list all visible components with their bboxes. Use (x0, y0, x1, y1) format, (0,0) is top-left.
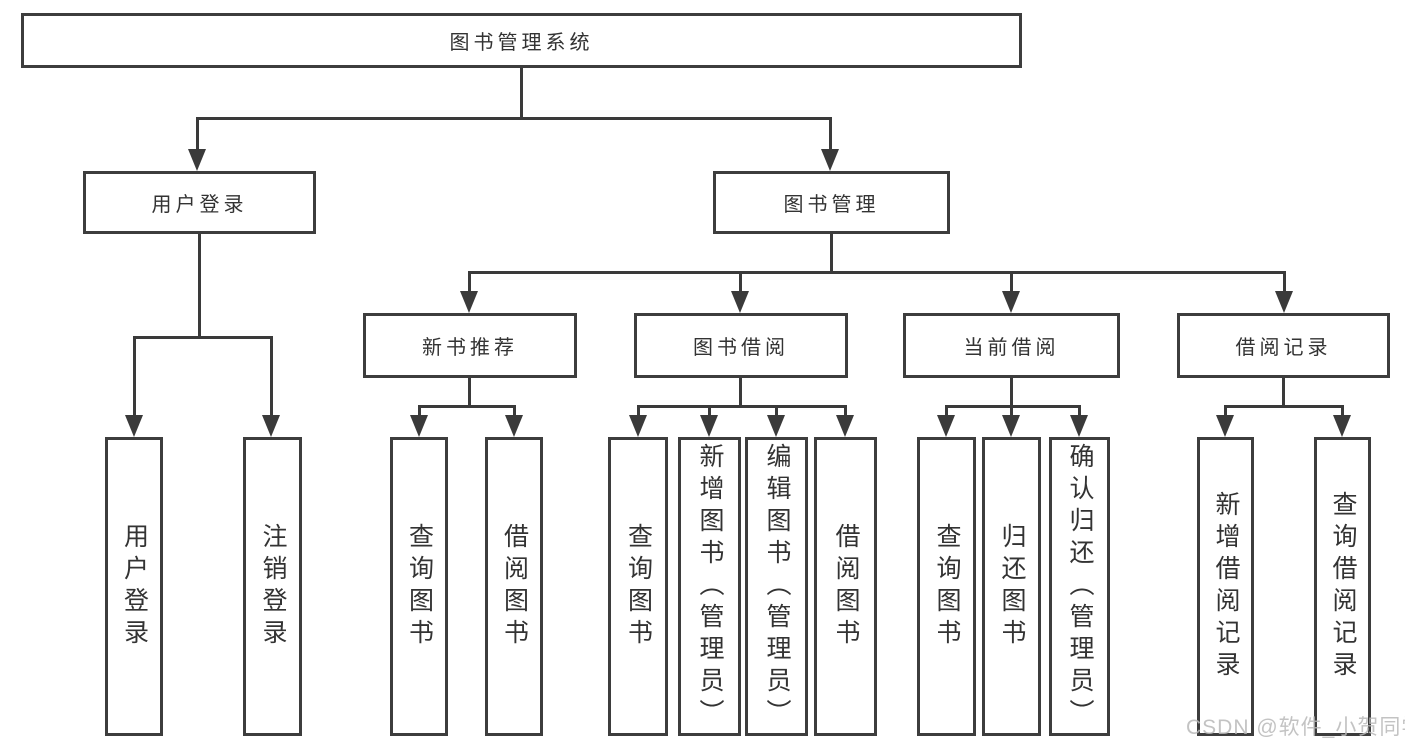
connector-line (1010, 405, 1013, 417)
node-label: 当前借阅 (963, 337, 1060, 359)
node-label: 借阅图书 (832, 522, 860, 651)
node-label: 注销登录 (259, 522, 287, 651)
connector-line (945, 405, 948, 417)
arrow-down-icon (821, 149, 839, 171)
node-library-management-system: 图书管理系统 (21, 13, 1022, 68)
arrow-down-icon (937, 415, 955, 437)
arrow-down-icon (629, 415, 647, 437)
connector-line (133, 336, 273, 339)
connector-line (468, 271, 471, 294)
connector-line (513, 405, 516, 417)
connector-line (708, 405, 711, 417)
arrow-down-icon (1070, 415, 1088, 437)
connector-line (739, 378, 742, 408)
connector-line (1341, 405, 1344, 417)
node-current-borrowing: 当前借阅 (903, 313, 1120, 378)
node-label: 图书管理 (783, 194, 880, 216)
arrow-down-icon (1002, 291, 1020, 313)
connector-line (133, 336, 136, 416)
node-label: 确认归还（管理员） (1066, 442, 1094, 731)
connector-line (198, 234, 201, 337)
node-borrowing-records: 借阅记录 (1177, 313, 1390, 378)
leaf-query-book-current: 查询图书 (917, 437, 976, 736)
arrow-down-icon (188, 149, 206, 171)
connector-line (739, 271, 742, 294)
node-label: 查询图书 (933, 522, 961, 651)
leaf-query-book-borrowing: 查询图书 (608, 437, 668, 736)
node-label: 新书推荐 (422, 337, 518, 359)
arrow-down-icon (410, 415, 428, 437)
leaf-return-book: 归还图书 (982, 437, 1041, 736)
node-label: 借阅图书 (500, 522, 529, 651)
connector-line (418, 405, 516, 408)
connector-line (1010, 271, 1013, 294)
arrow-down-icon (460, 291, 478, 313)
connector-line (520, 68, 523, 118)
connector-line (197, 117, 832, 120)
connector-line (469, 271, 1285, 274)
connector-line (1282, 378, 1285, 408)
leaf-query-book-recommend: 查询图书 (390, 437, 448, 736)
node-label: 查询图书 (624, 522, 653, 651)
arrow-down-icon (700, 415, 718, 437)
node-book-management: 图书管理 (713, 171, 950, 234)
leaf-add-book-admin: 新增图书（管理员） (678, 437, 741, 736)
connector-line (1010, 378, 1013, 408)
connector-line (196, 117, 199, 151)
node-label: 借阅记录 (1235, 337, 1332, 359)
leaf-edit-book-admin: 编辑图书（管理员） (745, 437, 808, 736)
node-label: 查询借阅记录 (1329, 490, 1357, 683)
node-label: 图书借阅 (693, 337, 789, 359)
leaf-user-login: 用户登录 (105, 437, 163, 736)
node-label: 用户登录 (120, 522, 149, 651)
arrow-down-icon (1002, 415, 1020, 437)
connector-line (775, 405, 778, 417)
connector-line (829, 117, 832, 151)
arrow-down-icon (262, 415, 280, 437)
leaf-logout: 注销登录 (243, 437, 302, 736)
connector-line (418, 405, 421, 417)
node-label: 归还图书 (998, 522, 1026, 651)
connector-line (830, 234, 833, 274)
connector-line (468, 378, 471, 408)
arrow-down-icon (505, 415, 523, 437)
leaf-borrow-book-recommend: 借阅图书 (485, 437, 543, 736)
csdn-watermark: CSDN @软件_小贺同学 (1186, 716, 1405, 739)
arrow-down-icon (125, 415, 143, 437)
node-label: 新增借阅记录 (1212, 490, 1240, 683)
arrow-down-icon (731, 291, 749, 313)
arrow-down-icon (836, 415, 854, 437)
node-user-login: 用户登录 (83, 171, 316, 234)
connector-line (844, 405, 847, 417)
arrow-down-icon (1216, 415, 1234, 437)
connector-line (637, 405, 640, 417)
connector-line (1283, 271, 1286, 294)
connector-line (270, 336, 273, 416)
leaf-confirm-return-admin: 确认归还（管理员） (1049, 437, 1110, 736)
node-label: 查询图书 (405, 522, 434, 651)
node-book-borrowing: 图书借阅 (634, 313, 848, 378)
connector-line (637, 405, 847, 408)
arrow-down-icon (1275, 291, 1293, 313)
connector-line (1224, 405, 1344, 408)
connector-line (1224, 405, 1227, 417)
leaf-borrow-book: 借阅图书 (814, 437, 877, 736)
connector-line (1078, 405, 1081, 417)
node-label: 图书管理系统 (449, 32, 594, 54)
node-label: 编辑图书（管理员） (763, 442, 791, 731)
arrow-down-icon (1333, 415, 1351, 437)
node-label: 用户登录 (151, 194, 248, 216)
arrow-down-icon (767, 415, 785, 437)
leaf-query-borrow-record: 查询借阅记录 (1314, 437, 1371, 736)
leaf-add-borrow-record: 新增借阅记录 (1197, 437, 1254, 736)
node-label: 新增图书（管理员） (696, 442, 724, 731)
node-new-book-recommend: 新书推荐 (363, 313, 577, 378)
